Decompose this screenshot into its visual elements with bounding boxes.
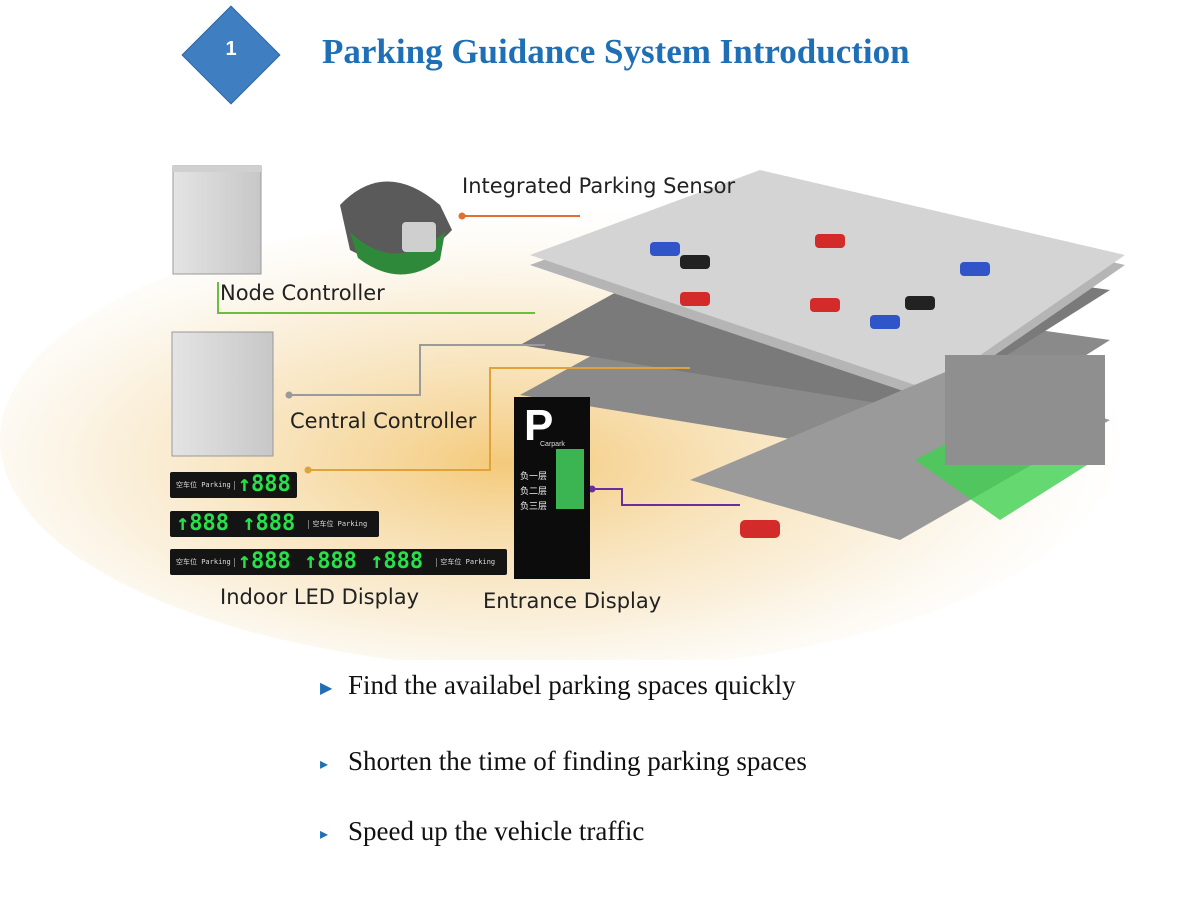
carpark-caption: Carpark [540,441,565,448]
led-display-single: 空车位 Parking↑888 [170,472,297,498]
led-display-double: ↑888 ↑888 空车位 Parking [170,511,380,537]
led-tag: 空车位 Parking [436,557,498,567]
node-controller-box [172,165,262,275]
parking-garage-illustration [520,170,1125,540]
parking-sensor-device [340,181,452,275]
parking-system-diagram [0,165,1125,660]
floor-item: 负三层 [520,501,548,511]
led-display-triple: 空车位 Parking↑888 ↑888 ↑888 空车位 Parking [170,549,508,575]
floor-list: 负一层 负二层 负三层 [520,469,547,514]
central-controller-label: Central Controller [290,409,477,433]
central-controller-box [171,331,274,457]
connection-lines [217,215,740,506]
benefit-item: ▸Shorten the time of finding parking spa… [320,746,807,776]
parking-letter: P [524,401,554,450]
bullet-arrow-icon: ▸ [320,755,329,773]
page-title: Parking Guidance System Introduction [322,32,910,71]
bullet-arrow-icon: ▶ [320,679,333,697]
sensor-label: Integrated Parking Sensor [462,174,736,198]
led-digits: ↑888 [237,472,291,497]
benefit-item: ▶Find the availabel parking spaces quick… [320,670,796,700]
led-digits: ↑888 ↑888 [176,511,296,536]
bullet-arrow-icon: ▸ [320,825,329,843]
led-tag: 空车位 Parking [176,480,235,490]
benefit-item: ▸Speed up the vehicle traffic [320,816,645,846]
indoor-led-label: Indoor LED Display [220,585,420,609]
led-digits: ↑888 ↑888 ↑888 [237,549,424,574]
led-tag: 空车位 Parking [176,557,235,567]
entrance-display-label: Entrance Display [483,589,662,613]
floor-item: 负一层 [520,471,548,481]
floor-item: 负二层 [520,486,548,496]
entrance-display-panel: P Carpark 负一层 负二层 负三层 [514,397,590,579]
node-controller-label: Node Controller [220,281,385,305]
availability-panel [556,449,584,509]
led-tag: 空车位 Parking [308,519,370,529]
step-number: 1 [225,38,237,60]
connection-dots [285,212,596,493]
